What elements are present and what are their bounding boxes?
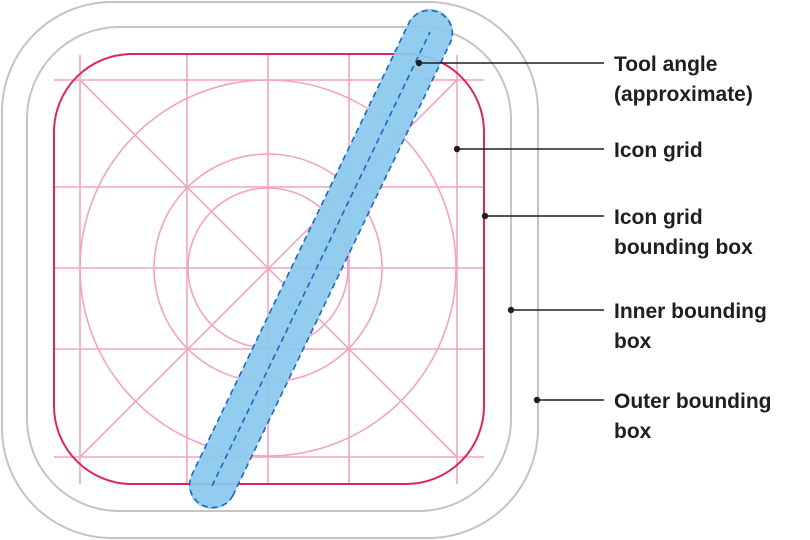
- callout-icon-grid: Icon grid: [453, 139, 703, 162]
- callout-label-line: (approximate): [614, 83, 753, 106]
- callout-label: Icon grid bounding box: [614, 206, 753, 259]
- callout-label-line: Icon grid: [614, 139, 703, 162]
- callout-label-line: box: [614, 330, 652, 353]
- callout-label: Tool angle (approximate): [614, 53, 753, 106]
- callout-label-line: Icon grid: [614, 206, 703, 229]
- callout-icon-grid-bounding-box: Icon grid bounding box: [481, 206, 753, 259]
- callout-label-line: Outer bounding: [614, 390, 771, 413]
- tool-angle-indicator: [188, 9, 454, 509]
- tool-center-line: [211, 31, 431, 487]
- callout-label: Inner bounding box: [614, 300, 773, 353]
- callout-inner-bounding-box: Inner bounding box: [507, 300, 773, 353]
- callout-tool-angle: Tool angle (approximate): [415, 53, 753, 106]
- inner-bounding-box: [26, 26, 512, 512]
- outer-bounding-box: [1, 1, 539, 539]
- callout-outer-bounding-box: Outer bounding box: [533, 390, 777, 443]
- grid-circle-large: [79, 79, 457, 457]
- callout-label: Outer bounding box: [614, 390, 777, 443]
- callout-label-line: bounding box: [614, 236, 753, 259]
- icon-grid-bounding-box: [53, 53, 485, 485]
- tool-outline: [188, 9, 454, 509]
- callout-label: Icon grid: [614, 139, 703, 162]
- callout-label-line: Inner bounding: [614, 300, 767, 323]
- callout-label-line: Tool angle: [614, 53, 717, 76]
- callout-label-line: box: [614, 420, 652, 443]
